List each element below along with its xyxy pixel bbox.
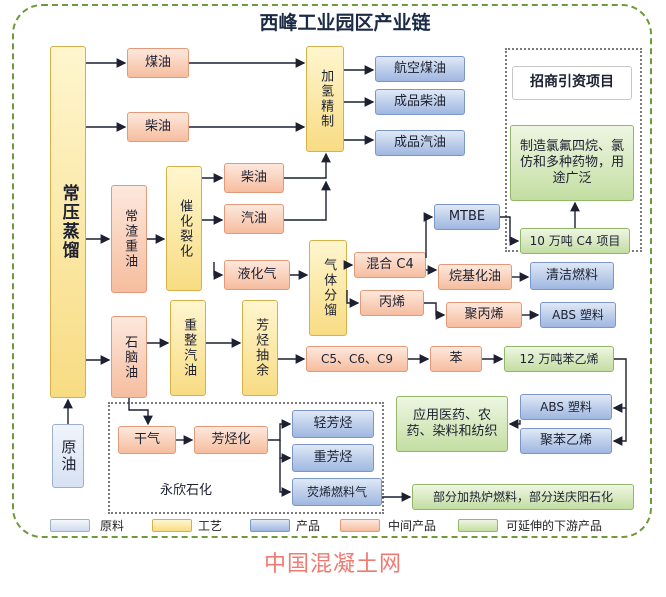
node-shier-wan[interactable]: 12 万吨苯乙烯 [504,346,614,372]
diagram-frame [12,4,652,538]
diagram-title: 西峰工业园区产业链 [259,12,431,34]
node-ben[interactable]: 苯 [430,346,482,372]
yongxin-group [108,402,384,514]
node-hangkong[interactable]: 航空煤油 [375,56,465,82]
node-changzha[interactable]: 常渣重油 [111,185,147,293]
node-chengpin-chaiyou[interactable]: 成品柴油 [375,89,465,115]
node-qingjie[interactable]: 清洁燃料 [530,262,614,290]
node-ganqi[interactable]: 干气 [118,426,176,454]
node-chaiyou2[interactable]: 柴油 [224,163,284,193]
legend-swatch-gongyi [152,519,192,532]
node-cuihua[interactable]: 催化裂化 [166,166,202,291]
legend-swatch-chanpin [250,519,290,532]
node-yingxi[interactable]: 荧烯燃料气 [292,478,382,506]
node-qingfang[interactable]: 轻芳烃 [292,410,374,438]
node-meiyou[interactable]: 煤油 [127,48,189,78]
node-shiwan-c4[interactable]: 10 万吨 C4 项目 [520,228,630,254]
node-jubingxi[interactable]: 聚丙烯 [446,302,522,328]
node-abs2[interactable]: ABS 塑料 [520,394,612,420]
legend-swatch-zhongjian [340,519,380,532]
legend-label-xiayou: 可延伸的下游产品 [506,519,603,533]
watermark-text: 中国混凝土网 [263,552,402,577]
legend-swatch-yuanliao [50,519,90,532]
node-hunhe-c4[interactable]: 混合 C4 [354,252,426,278]
node-chongzheng[interactable]: 重整汽油 [170,300,206,396]
node-bufen[interactable]: 部分加热炉燃料，部分送庆阳石化 [412,484,634,510]
legend-label-zhongjian: 中间产品 [388,519,437,533]
node-abs1[interactable]: ABS 塑料 [540,302,616,328]
legend-label-yuanliao: 原料 [100,519,125,533]
node-yehuaqi[interactable]: 液化气 [224,260,290,290]
legend-swatch-xiayou [458,519,498,532]
node-qiyou[interactable]: 汽油 [224,204,284,234]
node-changya[interactable]: 常压蒸馏 [50,46,86,398]
node-chengpin-qiyou[interactable]: 成品汽油 [375,130,465,156]
node-zhongfang[interactable]: 重芳烃 [292,444,374,472]
node-fangtinghua[interactable]: 芳烃化 [194,426,268,454]
node-yingyong[interactable]: 应用医药、农药、染料和纺织 [396,396,508,452]
legend-label-gongyi: 工艺 [198,519,223,533]
node-bingxi[interactable]: 丙烯 [360,290,424,316]
node-zhaoshang[interactable]: 招商引资项目 [512,66,632,100]
node-jiaqing[interactable]: 加氢精制 [306,46,344,152]
node-chaiyou[interactable]: 柴油 [127,112,189,142]
node-mtbe[interactable]: MTBE [434,204,500,230]
node-wanjihua[interactable]: 烷基化油 [438,264,512,290]
node-jubenyixi[interactable]: 聚苯乙烯 [520,428,612,454]
legend-label-chanpin: 产品 [296,519,321,533]
node-zhizao[interactable]: 制造氯氟四烷、氯仿和多种药物，用途广泛 [510,125,634,201]
yongxin-label: 永欣石化 [160,483,213,498]
node-c5[interactable]: C5、C6、C9 [306,346,408,372]
node-qiti[interactable]: 气体分馏 [309,240,347,336]
node-fangting[interactable]: 芳烃抽余 [242,300,278,396]
node-shinao[interactable]: 石脑油 [111,316,147,398]
node-yuanyou[interactable]: 原油 [52,424,84,488]
